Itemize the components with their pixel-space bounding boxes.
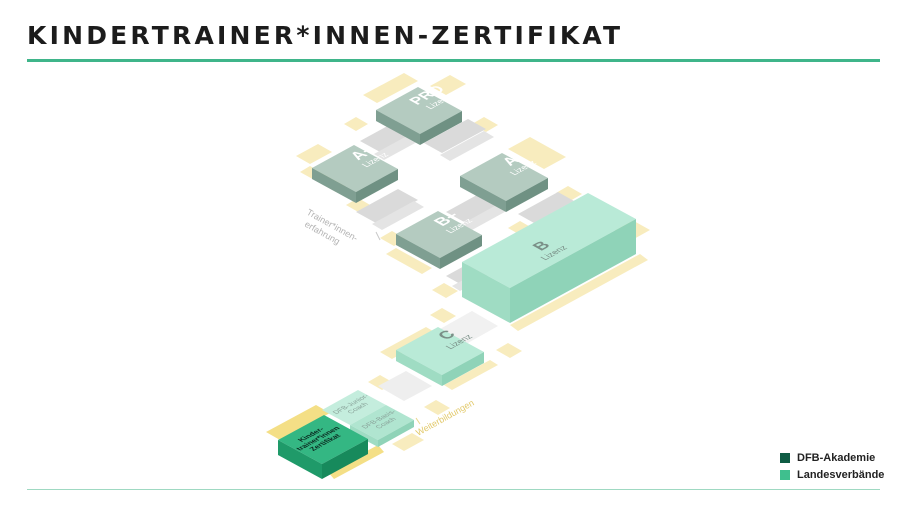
step-pad bbox=[266, 405, 330, 440]
step-connector bbox=[424, 119, 486, 153]
step-pad bbox=[386, 248, 432, 274]
coach-block-basis: DFB-Basis- Coach bbox=[350, 405, 414, 447]
legend: DFB-Akademie Landesverbände bbox=[780, 449, 884, 483]
step-pad bbox=[430, 75, 466, 95]
legend-item-landesverbaende: Landesverbände bbox=[780, 466, 884, 483]
step-pad bbox=[472, 117, 498, 132]
step-connector bbox=[440, 311, 498, 344]
step-pad bbox=[556, 186, 582, 201]
license-block-b: B Lizenz bbox=[462, 193, 636, 323]
license-block-pro: PRO Lizenz bbox=[376, 83, 462, 145]
legend-swatch-dfb-akademie bbox=[780, 452, 790, 463]
step-pad bbox=[444, 360, 498, 390]
further-training-label: Weiterbildungen bbox=[414, 398, 476, 438]
step-pad bbox=[328, 445, 384, 479]
step-pad bbox=[430, 308, 456, 323]
step-pad bbox=[510, 254, 648, 331]
step-connector bbox=[440, 131, 494, 161]
legend-swatch-landesverbaende bbox=[780, 469, 790, 480]
step-connector bbox=[372, 201, 424, 230]
certificate-block: Kinder- trainer*innen Zertifikat bbox=[278, 415, 368, 479]
license-block-a: A Lizenz bbox=[460, 153, 548, 212]
step-pad bbox=[508, 137, 566, 169]
legend-label-landesverbaende: Landesverbände bbox=[797, 468, 885, 481]
further-training-annotation: Weiterbildungen bbox=[414, 398, 476, 438]
title-underline bbox=[27, 59, 880, 62]
step-pad bbox=[432, 283, 458, 298]
step-connector bbox=[462, 202, 512, 230]
license-block-b-plus: B+ Lizenz bbox=[396, 210, 482, 269]
step-pad bbox=[296, 144, 332, 164]
step-connector bbox=[356, 189, 418, 223]
legend-label-dfb-akademie: DFB-Akademie bbox=[797, 451, 876, 464]
step-pad bbox=[424, 400, 450, 415]
step-pad bbox=[344, 117, 368, 131]
legend-item-dfb-akademie: DFB-Akademie bbox=[780, 449, 884, 466]
step-pad bbox=[392, 433, 424, 451]
page-title: KINDERTRAINER*INNEN-ZERTIFIKAT bbox=[27, 21, 624, 50]
step-pad bbox=[363, 73, 418, 103]
license-block-c: C Lizenz bbox=[396, 327, 484, 386]
footer-divider bbox=[27, 489, 880, 490]
step-connector bbox=[378, 371, 432, 401]
step-pad bbox=[496, 343, 522, 358]
license-block-a-plus: A+ Lizenz bbox=[312, 144, 398, 203]
step-connector bbox=[518, 192, 574, 223]
